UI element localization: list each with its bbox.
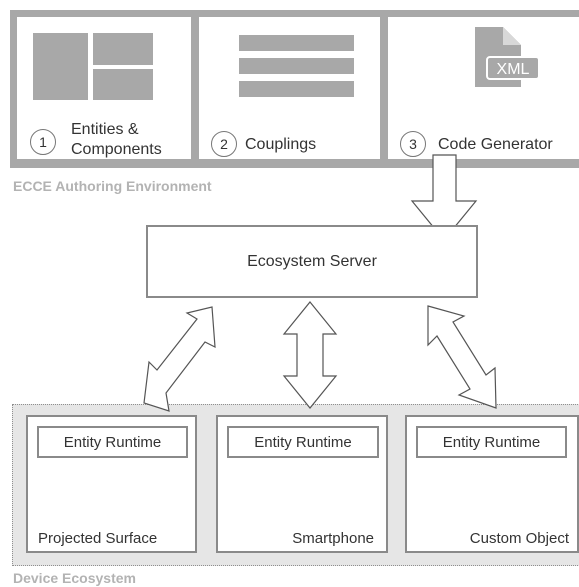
custom-object-label: Custom Object [469, 530, 569, 547]
projected-surface-label: Projected Surface [38, 530, 158, 547]
device-ecosystem-border [12, 404, 579, 566]
xml-icon-text: XML [497, 61, 530, 78]
couplings-label: Couplings [245, 136, 317, 153]
double-arrow-server-projected-surface [143, 306, 216, 412]
entities-components-label: Entities & Components [71, 121, 162, 158]
code-generator-label: Code Generator [438, 136, 553, 153]
stacked-bars-icon [239, 35, 354, 97]
couplings-panel: 2 Couplings [199, 17, 380, 159]
down-arrow-generator-to-server [410, 154, 478, 241]
code-generator-panel: XML 3 Code Generator [388, 17, 579, 159]
double-arrow-server-smartphone [282, 301, 338, 409]
ecosystem-server-box: Ecosystem Server [146, 225, 478, 298]
step-number-1: 1 [30, 129, 56, 155]
projected-surface-device: Entity Runtime Projected Surface [26, 415, 197, 553]
step-number-2: 2 [211, 131, 237, 157]
step-number-3: 3 [400, 131, 426, 157]
entity-runtime-box: Entity Runtime [37, 426, 188, 458]
entity-runtime-box: Entity Runtime [227, 426, 379, 458]
custom-object-device: Entity Runtime Custom Object [405, 415, 579, 553]
smartphone-device: Entity Runtime Smartphone [216, 415, 388, 553]
device-ecosystem-title: Device Ecosystem [13, 570, 136, 586]
entities-components-panel: 1 Entities & Components [17, 17, 191, 159]
xml-file-icon: XML [475, 27, 540, 87]
layout-grid-icon [33, 33, 153, 100]
ecosystem-server-label: Ecosystem Server [247, 252, 377, 270]
double-arrow-server-custom-object [427, 305, 497, 409]
entity-runtime-box: Entity Runtime [416, 426, 567, 458]
authoring-environment-frame: 1 Entities & Components 2 Couplings XML … [10, 10, 579, 168]
authoring-environment-title: ECCE Authoring Environment [13, 178, 212, 194]
smartphone-label: Smartphone [292, 530, 374, 547]
